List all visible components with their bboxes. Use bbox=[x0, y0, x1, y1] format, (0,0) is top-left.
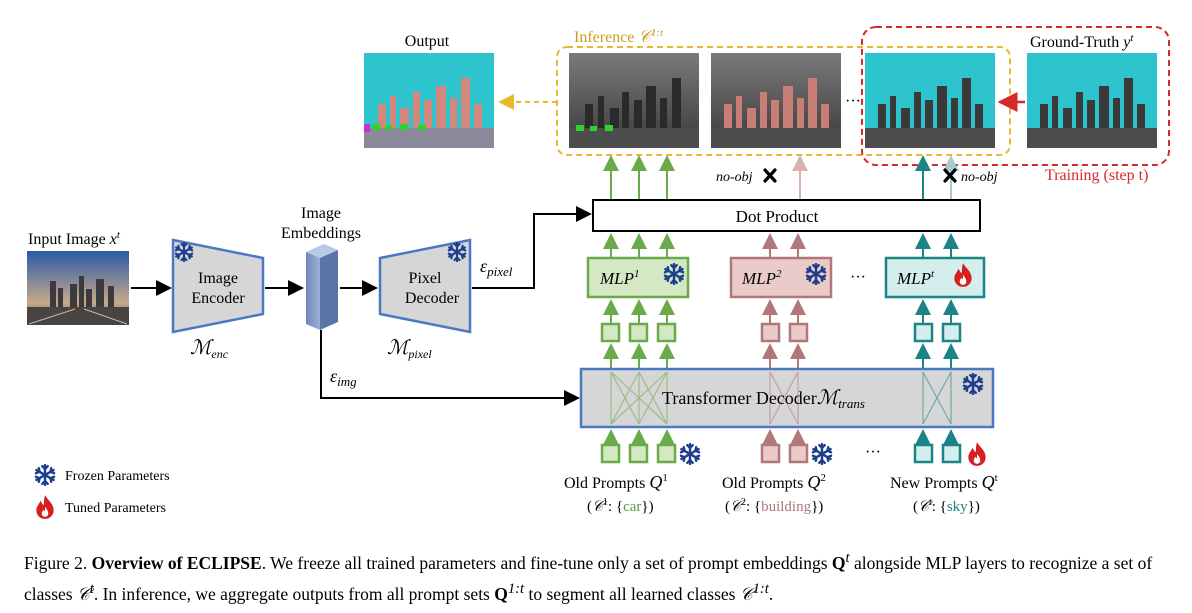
transformer-decoder-block bbox=[579, 367, 995, 429]
arrows-q2-to-mlp bbox=[762, 299, 806, 323]
prompt-1-title: Old Prompts Q1 bbox=[564, 472, 668, 492]
legend-tuned-label: Tuned Parameters bbox=[65, 501, 166, 516]
no-obj-right-cross-icon bbox=[943, 168, 957, 183]
image-embeddings-block bbox=[306, 244, 338, 330]
prompt-t-title: New Prompts Qt bbox=[890, 472, 998, 492]
caption-fig-number: Figure 2. bbox=[24, 552, 88, 573]
caption-q: Q bbox=[831, 552, 846, 573]
arrows-transformer-to-queries bbox=[603, 343, 959, 368]
arrow-pixel-to-dot-product bbox=[472, 206, 592, 289]
mlp-ellipsis: ··· bbox=[850, 269, 866, 286]
queries-out-t bbox=[913, 322, 962, 343]
legend-frozen-label: Frozen Parameters bbox=[65, 469, 170, 484]
training-box bbox=[861, 26, 1170, 166]
legend-tuned-icon bbox=[36, 495, 54, 519]
inference-image-car bbox=[569, 53, 699, 148]
caption-c-sup: t bbox=[89, 580, 94, 597]
mlp-t-label: MLPt bbox=[896, 268, 935, 288]
caption-text-4: to segment all learned classes bbox=[524, 583, 740, 604]
caption-text-3: . In inference, we aggregate outputs fro… bbox=[93, 583, 495, 604]
no-obj-left-label: no-obj bbox=[716, 170, 753, 185]
inference-image-sky bbox=[865, 53, 995, 148]
arrows-prompts-to-transformer bbox=[603, 429, 959, 445]
dot-product-block bbox=[592, 199, 981, 232]
training-label: Training (step t) bbox=[1045, 167, 1148, 184]
transformer-decoder-label: Transformer Decoderℳtrans bbox=[662, 387, 865, 411]
no-obj-left-cross-icon bbox=[763, 168, 777, 183]
no-obj-right-label: no-obj bbox=[961, 170, 998, 185]
mlp-2-block bbox=[729, 256, 833, 299]
prompt-2-classes: (𝒞2: {building}) bbox=[725, 497, 823, 515]
ground-truth-image bbox=[1027, 53, 1157, 148]
output-image bbox=[364, 53, 494, 148]
input-image bbox=[27, 251, 129, 325]
mlp-1-label: MLP1 bbox=[599, 268, 640, 288]
arrows-q1-to-mlp bbox=[603, 299, 675, 323]
dot-product-label: Dot Product bbox=[736, 207, 819, 226]
input-image-label: Input Image xt bbox=[28, 229, 121, 248]
prompt-squares-1 bbox=[600, 443, 677, 464]
prompt-t-classes: (𝒞t: {sky}) bbox=[913, 497, 980, 515]
caption-title: Overview of ECLIPSE bbox=[91, 552, 262, 573]
caption-c: 𝒞 bbox=[76, 583, 90, 604]
prompt-squares-2 bbox=[760, 443, 809, 464]
queries-out-1 bbox=[600, 322, 677, 343]
prompt-2-title: Old Prompts Q2 bbox=[722, 472, 826, 492]
eps-img-label: εimg bbox=[330, 366, 357, 389]
prompt-squares-t bbox=[913, 443, 962, 464]
prompt-1-classes: (𝒞1: {car}) bbox=[587, 497, 654, 515]
transformer-attention-lines bbox=[610, 371, 952, 425]
prompt-ellipsis: ··· bbox=[865, 444, 881, 461]
mlp-2-label: MLP2 bbox=[741, 268, 782, 288]
pixel-decoder-block bbox=[378, 238, 472, 334]
figure-caption: Figure 2. Overview of ECLIPSE. We freeze… bbox=[24, 545, 1174, 607]
output-label: Output bbox=[405, 33, 450, 50]
arrows-mlp2-to-dot bbox=[762, 233, 806, 257]
eps-pixel-label: εpixel bbox=[480, 256, 513, 279]
prompt-2-frozen-icon bbox=[811, 443, 833, 465]
ground-truth-label: Ground-Truth yt bbox=[1030, 32, 1134, 51]
caption-q-sup: t bbox=[845, 550, 850, 566]
inference-image-building bbox=[711, 53, 841, 148]
queries-out-2 bbox=[760, 322, 809, 343]
arrows-qt-to-mlp bbox=[915, 299, 959, 323]
encoder-symbol: ℳenc bbox=[190, 337, 229, 361]
arrows-dot-to-inference bbox=[603, 155, 959, 199]
caption-c2-sup: 1:t bbox=[752, 580, 769, 597]
arrows-mlp1-to-dot bbox=[603, 233, 675, 257]
inference-label: Inference 𝒞1:t bbox=[574, 27, 664, 46]
inference-ellipsis: ··· bbox=[845, 93, 861, 110]
prompt-1-frozen-icon bbox=[679, 443, 701, 465]
arrows-mlpt-to-dot bbox=[915, 233, 959, 257]
image-encoder-block bbox=[171, 238, 265, 334]
arrow-embeddings-to-transformer bbox=[320, 330, 580, 406]
caption-text-2: alongside MLP layers to recognize a set … bbox=[24, 552, 1153, 604]
caption-text-1: . We freeze all trained parameters and f… bbox=[261, 552, 832, 573]
caption-text-5: . bbox=[768, 583, 774, 604]
caption-q2: Q bbox=[494, 583, 508, 604]
legend-frozen-icon bbox=[34, 464, 56, 486]
caption-q2-sup: 1:t bbox=[507, 580, 525, 597]
pixel-decoder-symbol: ℳpixel bbox=[387, 337, 432, 361]
prompt-t-tuned-icon bbox=[968, 442, 986, 466]
caption-c2: 𝒞 bbox=[739, 583, 753, 604]
